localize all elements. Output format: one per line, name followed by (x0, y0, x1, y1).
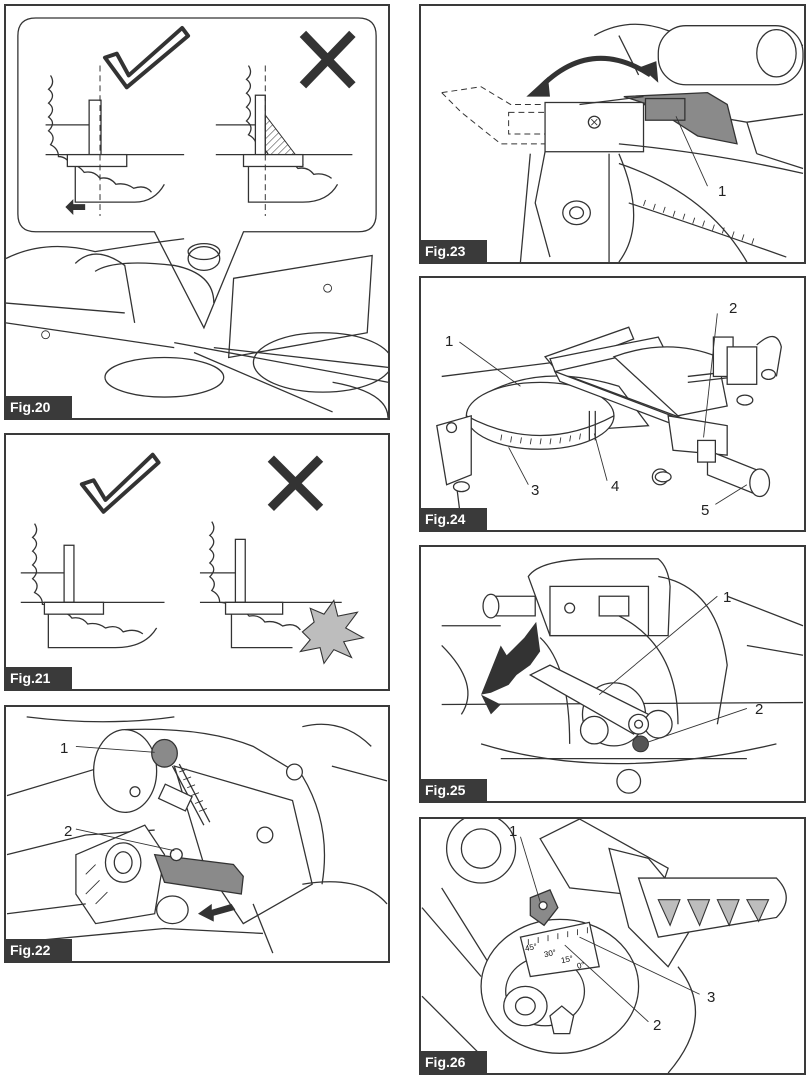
figure-21-illustration (20, 452, 365, 665)
figure-24-illustration (436, 313, 782, 525)
figure-23: 1 Fig.23 (419, 4, 806, 264)
callout-1: 1 (509, 823, 518, 840)
callout-1: 1 (718, 183, 727, 200)
handle-grooves (657, 899, 770, 927)
scale-label-0: 0° (576, 960, 586, 971)
knob (632, 735, 649, 753)
callout-3: 3 (707, 989, 716, 1006)
figure-label: Fig.24 (421, 508, 488, 530)
cross-mark-icon (267, 455, 324, 511)
check-mark-icon (79, 452, 161, 514)
figure-label: Fig.22 (6, 939, 73, 961)
arrow-left-icon (65, 199, 86, 215)
callout-2: 2 (729, 300, 738, 317)
miter-scale (500, 433, 581, 445)
callout-1: 1 (723, 589, 732, 606)
impact-burst-icon (298, 599, 365, 665)
callout-2: 2 (653, 1017, 662, 1034)
incorrect-blade-position (215, 65, 353, 216)
figure-label: Fig.26 (421, 1051, 488, 1073)
callout-2: 2 (755, 701, 764, 718)
adjusting-knob (151, 738, 178, 768)
figure-24: 1 2 3 4 5 Fig.24 (419, 276, 806, 532)
figure-22: 1 2 Fig.22 (4, 705, 390, 963)
figure-23-illustration (440, 23, 804, 262)
figure-20: Fig.20 (4, 4, 390, 420)
cross-mark-icon (299, 30, 356, 89)
figure-26-illustration (421, 819, 787, 1073)
figure-22-illustration (6, 716, 388, 954)
callout-3: 3 (531, 482, 540, 499)
figure-20-illustration (6, 17, 388, 418)
callout-1: 1 (445, 333, 454, 350)
lock-lever (153, 853, 244, 895)
callout-5: 5 (701, 502, 710, 519)
figure-25: 1 2 Fig.25 (419, 545, 806, 803)
arrow-left-icon (197, 903, 236, 922)
incorrect-cut-diagram (199, 521, 365, 665)
bevel-scale (519, 921, 600, 978)
correct-blade-position (45, 65, 185, 216)
figure-26: 45° 30° 15° 0° 1 2 3 Fig.26 (419, 817, 806, 1075)
callout-bubble (17, 17, 377, 330)
figure-label: Fig.23 (421, 240, 488, 262)
figure-21: Fig.21 (4, 433, 390, 691)
saw-base-sketch (6, 238, 388, 418)
correct-cut-diagram (20, 523, 165, 649)
lever-handle (528, 664, 650, 735)
callout-1: 1 (60, 740, 69, 757)
figure-label: Fig.21 (6, 667, 73, 689)
grip-handle (637, 877, 787, 938)
figure-label: Fig.20 (6, 396, 73, 418)
figure-label: Fig.25 (421, 779, 488, 801)
callout-4: 4 (611, 478, 620, 495)
check-mark-icon (102, 25, 191, 90)
figure-25-illustration (441, 558, 804, 794)
up-down-arrow-icon (481, 621, 541, 695)
miter-scale (628, 199, 787, 258)
callout-2: 2 (64, 823, 73, 840)
rotation-arrow-icon (536, 55, 652, 92)
